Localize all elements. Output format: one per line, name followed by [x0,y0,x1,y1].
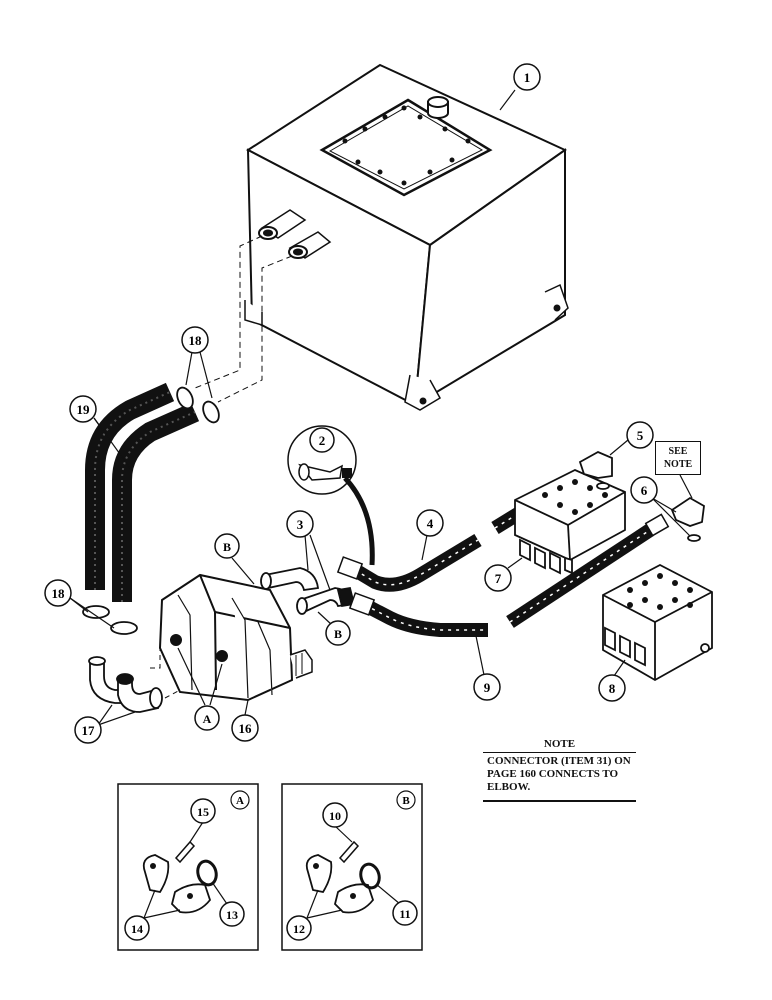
svg-text:B: B [402,795,410,807]
svg-text:18: 18 [52,586,66,601]
elbow-fitting-6 [670,496,705,542]
svg-text:5: 5 [637,428,644,443]
see-note-line1: SEE [668,446,688,457]
callout-4: 4 [416,509,444,561]
note-title: NOTE [543,738,576,750]
callout-18-bottom: 18 [44,579,115,629]
svg-text:17: 17 [82,723,96,738]
svg-text:A: A [203,712,212,726]
pressure-hose-9 [348,513,670,637]
pressure-elbows [260,567,356,615]
suction-hoses [85,382,200,602]
svg-text:4: 4 [427,516,434,531]
hose-clamps-bottom [82,605,138,635]
svg-text:12: 12 [293,922,305,936]
hose-clamps-top [176,386,220,424]
callout-6: 6 [630,476,691,537]
callout-3: 3 [286,510,331,591]
detail-box-a: A 15 13 14 [117,783,259,951]
svg-text:8: 8 [609,681,616,696]
svg-text:6: 6 [641,483,648,498]
suction-elbows [88,656,163,713]
svg-text:13: 13 [226,908,238,922]
callout-17: 17 [74,704,136,744]
svg-text:18: 18 [189,333,203,348]
hydraulic-pump [158,573,313,702]
svg-text:9: 9 [484,680,491,695]
detail-box-b: B 10 11 12 [281,783,423,951]
see-note-label: SEE NOTE [655,441,701,475]
elbow-fitting-5 [578,450,613,490]
svg-text:B: B [223,540,231,554]
svg-text:11: 11 [399,907,410,921]
hydraulic-tank [244,63,569,411]
svg-text:B: B [334,627,342,641]
see-note-line2: NOTE [663,459,693,470]
callout-19: 19 [69,395,131,469]
svg-text:15: 15 [197,805,209,819]
svg-text:2: 2 [319,433,326,448]
svg-text:19: 19 [77,402,91,417]
control-valve-8 [602,563,713,682]
callout-a-pump: A [177,647,223,731]
callout-b-elbow: B [317,611,351,646]
callout-7: 7 [484,557,523,592]
fitting-inset: 2 [287,425,357,495]
svg-text:3: 3 [297,517,304,532]
callout-1: 1 [499,63,541,111]
callout-16: 16 [231,699,259,742]
svg-text:10: 10 [329,809,341,823]
callout-9: 9 [473,635,501,701]
svg-text:A: A [236,795,244,807]
svg-text:16: 16 [239,721,253,736]
svg-text:7: 7 [495,571,502,586]
callout-18-top: 18 [181,326,213,399]
svg-text:1: 1 [524,70,531,85]
callout-8: 8 [598,659,626,702]
control-valve-7 [514,469,626,575]
callout-5: 5 [609,421,654,456]
svg-text:14: 14 [131,922,143,936]
note-body: CONNECTOR (item 31) ON PAGE 160 CONNECTS… [483,752,636,802]
callout-b-pump: B [214,533,255,585]
